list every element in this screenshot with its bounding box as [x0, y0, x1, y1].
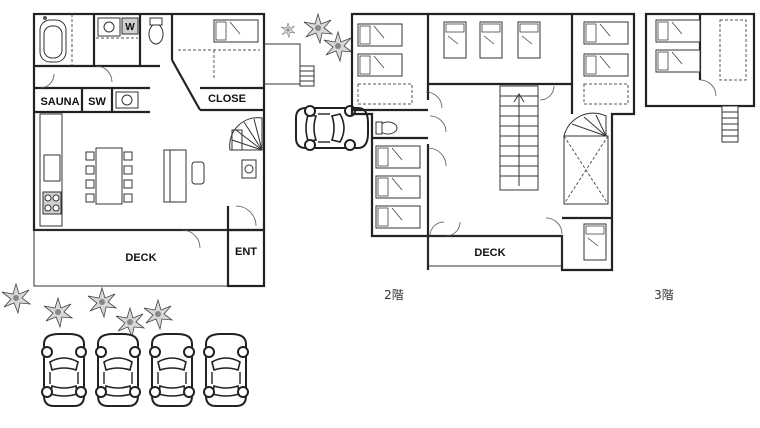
second-bed	[583, 21, 629, 45]
sw-sink	[115, 91, 139, 109]
plant-icon	[87, 287, 117, 318]
second-deck-label: DECK	[474, 247, 505, 259]
plant-icon	[115, 307, 145, 338]
bathtub	[39, 19, 67, 63]
second-straight-stair	[499, 85, 539, 191]
third-bed	[655, 49, 701, 73]
car-icon	[203, 333, 249, 407]
car-icon	[95, 333, 141, 407]
wash-sink	[97, 17, 121, 37]
second-bed	[357, 53, 403, 77]
car-icon	[149, 333, 195, 407]
plant-icon	[280, 22, 296, 38]
plant-icon	[323, 31, 353, 62]
entrance-wall	[226, 228, 266, 288]
third-floor-label: 3階	[654, 287, 674, 302]
second-bed	[375, 145, 421, 169]
second-deck-area	[427, 235, 563, 267]
close-label: CLOSE	[208, 93, 246, 105]
plant-icon	[143, 299, 173, 330]
ground-bed	[213, 19, 259, 43]
second-bed	[375, 205, 421, 229]
plant-icon	[303, 13, 333, 44]
coffee-table	[191, 161, 205, 185]
kitchen-sink	[43, 154, 61, 182]
ground-floor: W SAUNA SW CLOSE	[32, 12, 315, 288]
stove	[42, 191, 62, 215]
entrance-label: ENT	[235, 246, 257, 258]
sofa	[163, 149, 187, 203]
plant-icon	[43, 297, 73, 328]
second-bed	[375, 175, 421, 199]
ground-deck-label: DECK	[125, 252, 156, 264]
fireplace	[241, 159, 257, 179]
second-bed	[479, 21, 503, 59]
second-bed	[517, 21, 541, 59]
second-bed	[443, 21, 467, 59]
second-floor-label: 2階	[384, 287, 404, 302]
second-bed	[583, 223, 607, 261]
plant-icon	[1, 283, 31, 314]
dining-table	[95, 147, 123, 205]
second-floor: DECK	[350, 12, 636, 272]
sw-label: SW	[88, 96, 106, 108]
sauna-label: SAUNA	[40, 96, 79, 108]
ground-spiral-stair	[229, 117, 263, 151]
third-bed	[655, 19, 701, 43]
ground-floor-outer-wall	[32, 12, 266, 232]
outdoor-stair-landing	[263, 43, 301, 85]
car-icon	[295, 105, 369, 151]
second-bed	[583, 53, 629, 77]
second-bed	[357, 23, 403, 47]
second-spiral-stair	[563, 112, 609, 205]
car-icon	[41, 333, 87, 407]
toilet	[148, 23, 164, 45]
washer-label: W	[125, 22, 135, 33]
washer-box	[121, 17, 139, 35]
third-floor	[644, 12, 756, 143]
